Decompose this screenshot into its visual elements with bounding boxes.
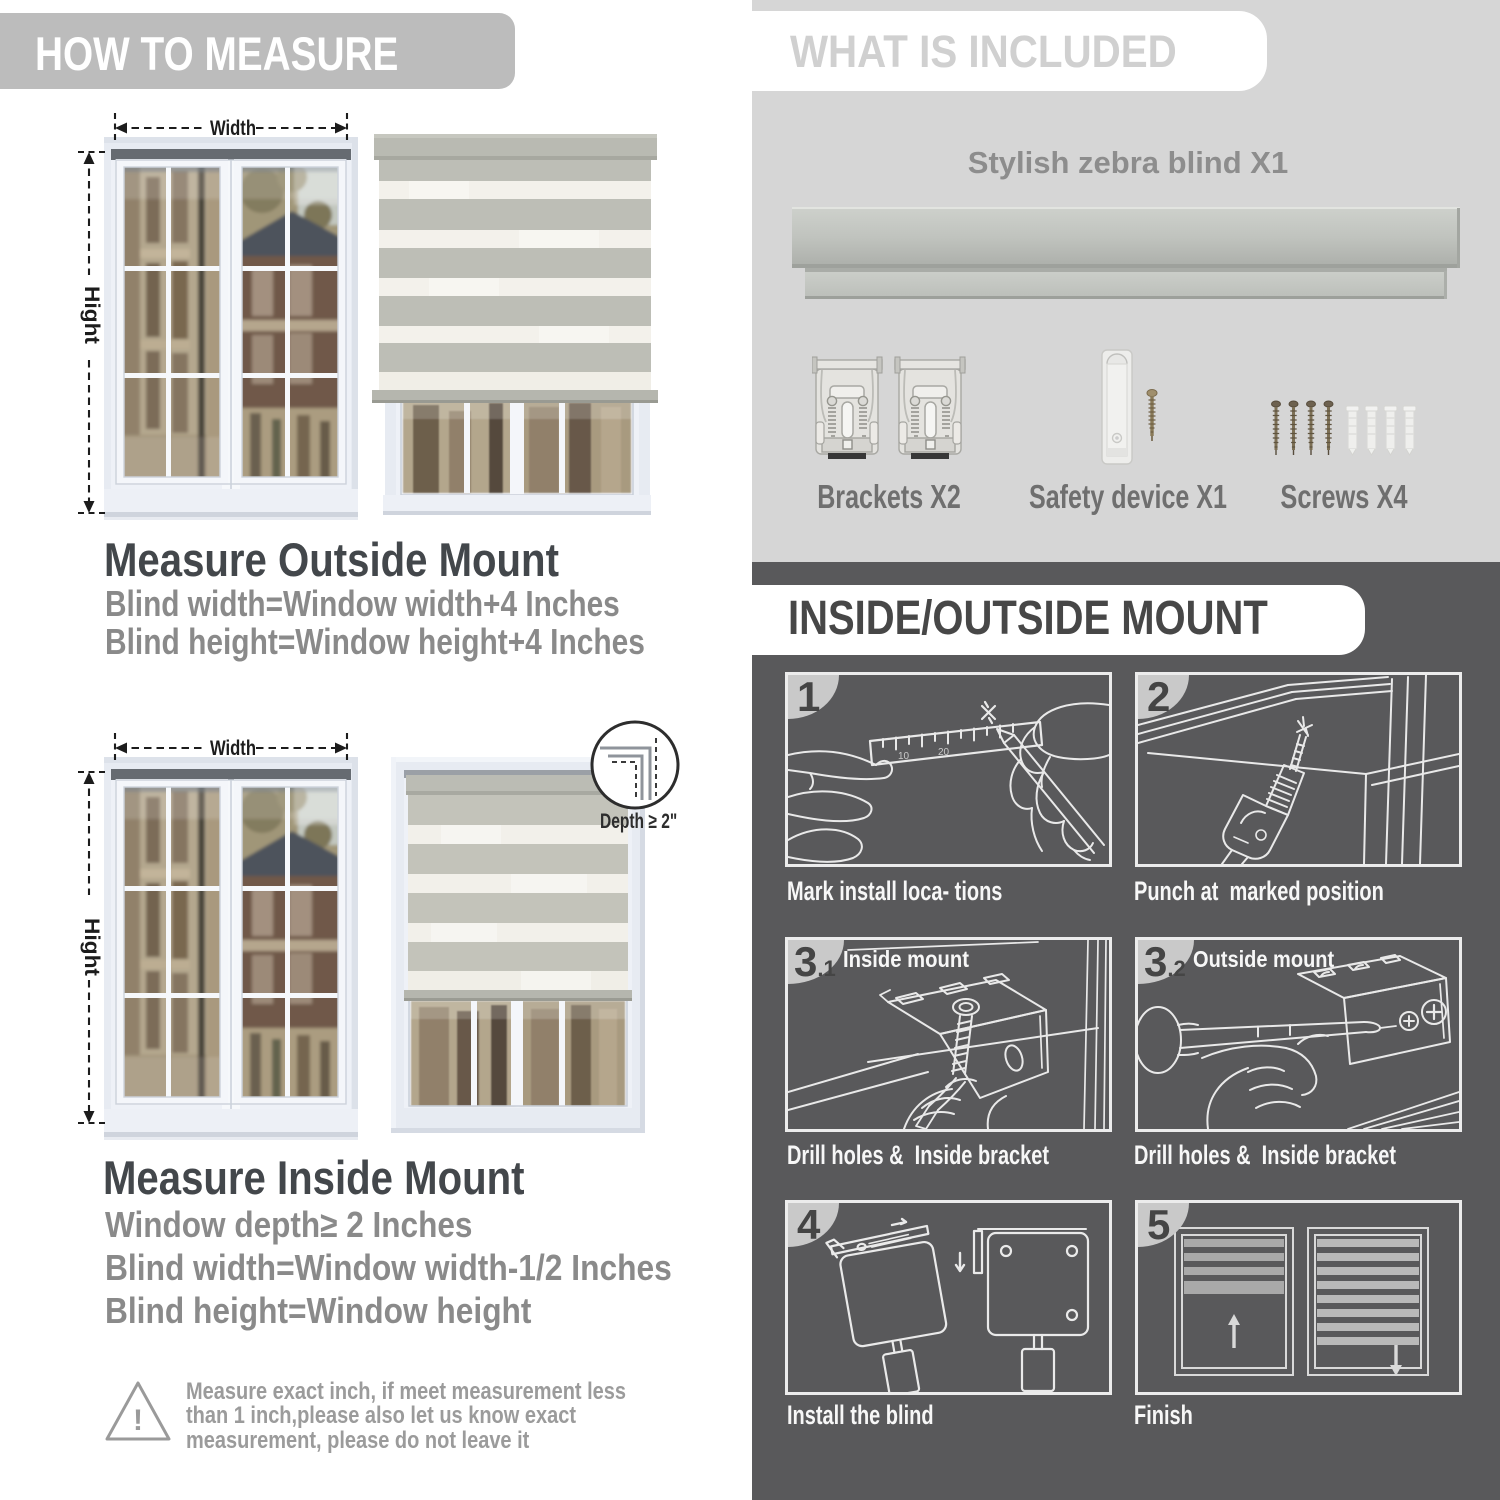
svg-text:!: ! — [133, 1404, 143, 1437]
svg-text:Hight: Hight — [80, 918, 103, 976]
svg-text:Width: Width — [210, 117, 256, 140]
svg-text:Width: Width — [210, 737, 256, 760]
svg-text:Hight: Hight — [80, 286, 103, 344]
